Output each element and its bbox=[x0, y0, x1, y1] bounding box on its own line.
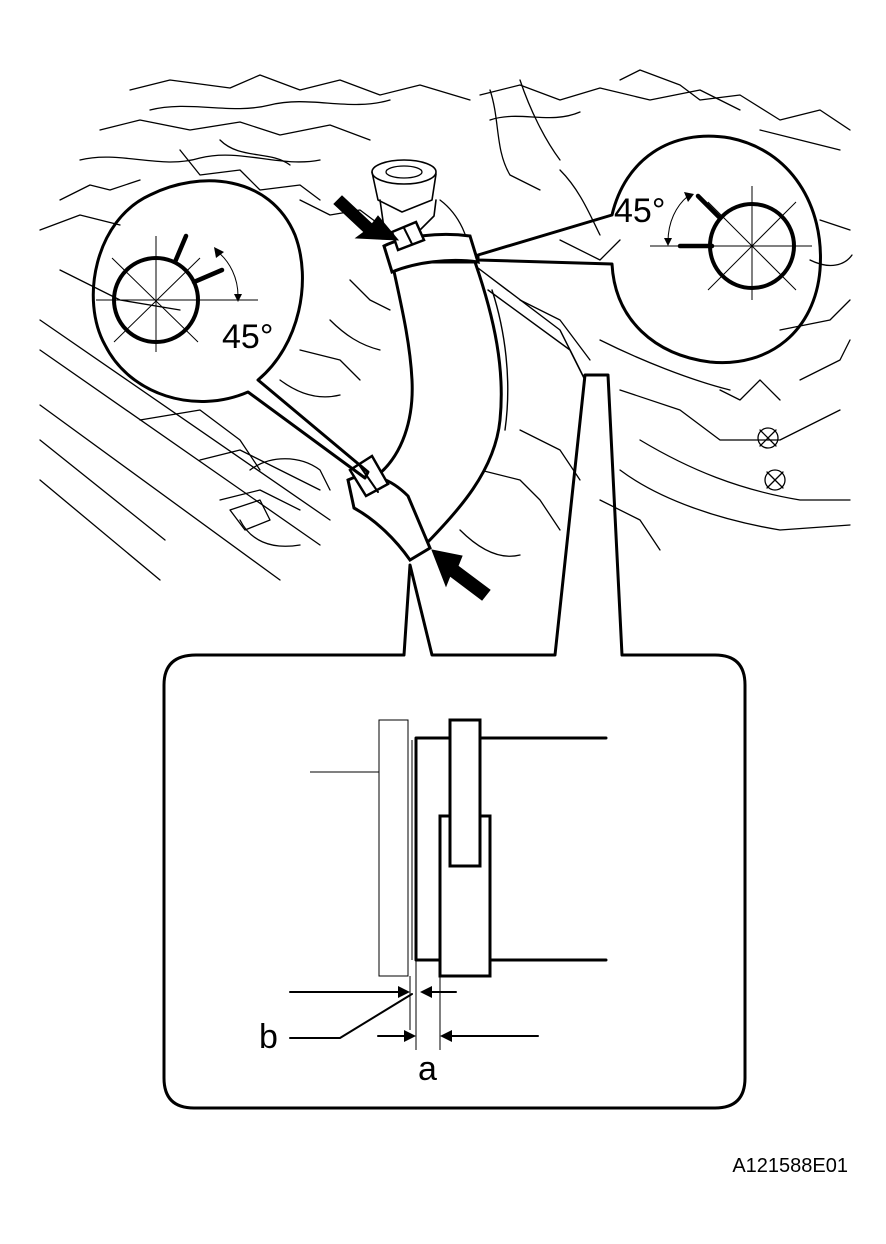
left-angle-detail-callout: 45° bbox=[91, 179, 370, 480]
engine-background-linework bbox=[39, 69, 853, 581]
radiator-hose bbox=[376, 260, 586, 553]
figure-id-label: A121588E01 bbox=[732, 1155, 848, 1177]
dimension-label-b: b bbox=[259, 1018, 278, 1056]
indicator-arrow-upper bbox=[333, 195, 400, 241]
lower-hose-clamp bbox=[346, 454, 432, 563]
upper-hose-clamp bbox=[382, 220, 481, 275]
clamp-position-detail-box: b a bbox=[162, 373, 747, 1110]
angle-label-right: 45° bbox=[614, 192, 665, 230]
right-angle-detail-callout: 45° bbox=[476, 134, 822, 365]
dimension-label-a: a bbox=[418, 1050, 437, 1088]
angle-label-left: 45° bbox=[222, 318, 273, 356]
indicator-arrow-lower bbox=[431, 549, 491, 601]
